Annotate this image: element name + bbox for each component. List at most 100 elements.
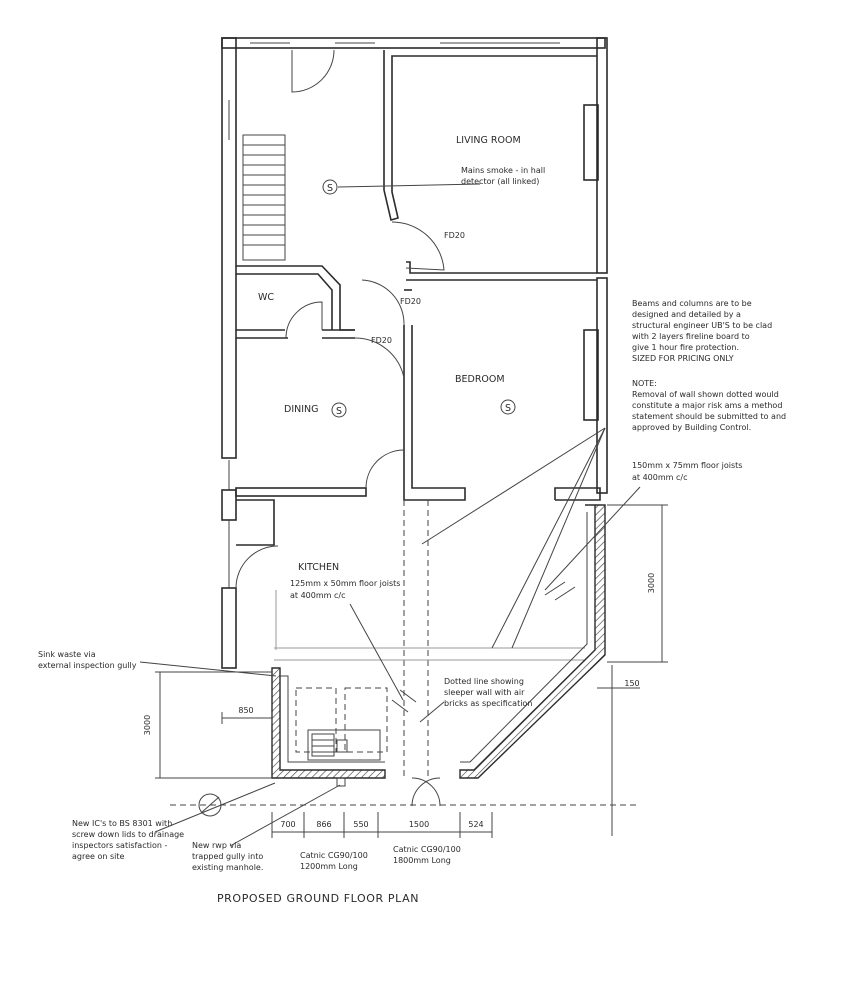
smoke-symbol: S	[327, 183, 333, 194]
right-wall-lower	[596, 277, 608, 494]
dimension-bottom: 700 866 550 1500 524	[271, 812, 493, 838]
svg-text:inspectors satisfaction -: inspectors satisfaction -	[72, 841, 167, 850]
label-dining: DINING	[284, 404, 319, 415]
label-fd20: FD20	[444, 231, 465, 240]
svg-text:bricks as specification: bricks as specification	[444, 699, 532, 708]
svg-text:Mains smoke - in hall: Mains smoke - in hall	[461, 166, 545, 175]
dim-524: 524	[468, 820, 483, 829]
living-room-bottom-wall	[406, 261, 597, 274]
smoke-symbol: S	[336, 406, 342, 417]
label-fd20: FD20	[400, 297, 421, 306]
svg-text:existing manhole.: existing manhole.	[192, 863, 263, 872]
note-smoke: Mains smoke - in hall detector (all link…	[337, 166, 545, 188]
top-wall	[221, 37, 606, 49]
right-pier-lower	[583, 329, 599, 421]
label-kitchen: KITCHEN	[298, 562, 339, 573]
wc-wall	[236, 265, 355, 331]
svg-text:approved by Building Control.: approved by Building Control.	[632, 423, 751, 432]
left-wall-middle	[221, 489, 237, 521]
smoke-detector-icon	[500, 399, 516, 415]
exterior-walls	[221, 37, 608, 669]
svg-text:125mm x 50mm floor joists: 125mm x 50mm floor joists	[290, 579, 400, 588]
svg-text:sleeper wall with air: sleeper wall with air	[444, 688, 525, 697]
smoke-symbol: S	[505, 403, 511, 414]
svg-text:SIZED FOR PRICING ONLY: SIZED FOR PRICING ONLY	[632, 354, 734, 363]
interior-walls	[235, 50, 601, 546]
note-sink: Sink waste via external inspection gully	[38, 650, 277, 677]
plan-title: PROPOSED GROUND FLOOR PLAN	[217, 892, 419, 905]
svg-text:external inspection gully: external inspection gully	[38, 661, 137, 670]
door-back	[235, 545, 279, 589]
note-sleeper: Dotted line showing sleeper wall with ai…	[419, 677, 532, 723]
svg-text:structural engineer UB'S to be: structural engineer UB'S to be clad	[632, 321, 772, 330]
bedroom-left-wall	[403, 325, 466, 501]
svg-text:with 2 layers fireline board t: with 2 layers fireline board to	[632, 332, 750, 341]
note-catnic-right: Catnic CG90/100 1800mm Long	[393, 845, 461, 865]
dim-866: 866	[316, 820, 331, 829]
dim-850: 850	[238, 706, 253, 715]
svg-text:at 400mm c/c: at 400mm c/c	[632, 473, 687, 482]
svg-text:statement should be submitted: statement should be submitted to and	[632, 412, 786, 421]
svg-text:screw down lids to drainage: screw down lids to drainage	[72, 830, 184, 839]
dim-1500: 1500	[409, 820, 429, 829]
svg-text:Catnic CG90/100: Catnic CG90/100	[300, 851, 368, 860]
svg-text:Dotted line showing: Dotted line showing	[444, 677, 524, 686]
label-living-room: LIVING ROOM	[456, 135, 521, 146]
note-rwp: New rwp via trapped gully into existing …	[192, 784, 341, 872]
smoke-detector-icon	[331, 402, 347, 418]
staircase	[242, 134, 286, 261]
unit-right	[344, 687, 388, 753]
dim-3000-right: 3000	[647, 573, 656, 593]
right-wall-upper	[596, 37, 608, 274]
wc-wall-inner	[236, 273, 333, 330]
svg-text:trapped gully into: trapped gully into	[192, 852, 263, 861]
note-joists-kitchen: 125mm x 50mm floor joists at 400mm c/c	[290, 579, 417, 713]
note-joists-rear: 150mm x 75mm floor joists at 400mm c/c	[544, 461, 742, 601]
note-ics: New IC's to BS 8301 with screw down lids…	[72, 782, 276, 861]
dotted-walls	[274, 500, 585, 780]
label-wc: WC	[258, 292, 274, 303]
svg-text:designed and detailed by a: designed and detailed by a	[632, 310, 741, 319]
svg-text:Removal of wall shown dotted w: Removal of wall shown dotted would	[632, 390, 779, 399]
kitchen-fittings	[295, 687, 388, 787]
sink-unit	[307, 729, 381, 761]
svg-text:150mm x 75mm floor joists: 150mm x 75mm floor joists	[632, 461, 742, 470]
room-labels: LIVING ROOM WC DINING BEDROOM KITCHEN	[258, 135, 521, 573]
note-beams: Beams and columns are to be designed and…	[421, 299, 786, 649]
right-pier-upper	[583, 104, 599, 181]
door-hall	[291, 49, 335, 93]
extension-wall-right	[459, 504, 606, 779]
dimension-right: 3000 150	[597, 504, 668, 836]
smoke-detectors: S S S	[322, 179, 516, 418]
dim-3000-left: 3000	[143, 715, 152, 735]
dim-150: 150	[624, 679, 639, 688]
extension-walls	[271, 504, 606, 779]
rear-doors	[411, 777, 441, 807]
svg-text:at 400mm c/c: at 400mm c/c	[290, 591, 345, 600]
svg-text:Catnic CG90/100: Catnic CG90/100	[393, 845, 461, 854]
door-bedroom	[361, 279, 405, 326]
dim-550: 550	[353, 820, 368, 829]
label-bedroom: BEDROOM	[455, 374, 505, 385]
svg-text:agree on site: agree on site	[72, 852, 125, 861]
door-swings	[235, 49, 445, 589]
door-living-room	[391, 221, 445, 271]
unit-left	[295, 687, 337, 753]
svg-text:1800mm Long: 1800mm Long	[393, 856, 451, 865]
dimension-left: 3000 850	[143, 671, 273, 779]
svg-text:1200mm Long: 1200mm Long	[300, 862, 358, 871]
svg-text:New rwp via: New rwp via	[192, 841, 241, 850]
svg-text:NOTE:: NOTE:	[632, 379, 657, 388]
label-fd20: FD20	[371, 336, 392, 345]
svg-text:give 1 hour fire protection.: give 1 hour fire protection.	[632, 343, 739, 352]
dim-700: 700	[280, 820, 295, 829]
gully	[336, 777, 346, 787]
door-dining	[354, 337, 405, 379]
svg-text:New IC's to BS 8301 with: New IC's to BS 8301 with	[72, 819, 172, 828]
svg-text:Sink waste via: Sink waste via	[38, 650, 96, 659]
sink-bowl	[311, 733, 335, 757]
smoke-detector-icon	[322, 179, 338, 195]
kitchen-window-bay	[236, 499, 275, 546]
door-labels: FD20 FD20 FD20	[371, 231, 465, 345]
